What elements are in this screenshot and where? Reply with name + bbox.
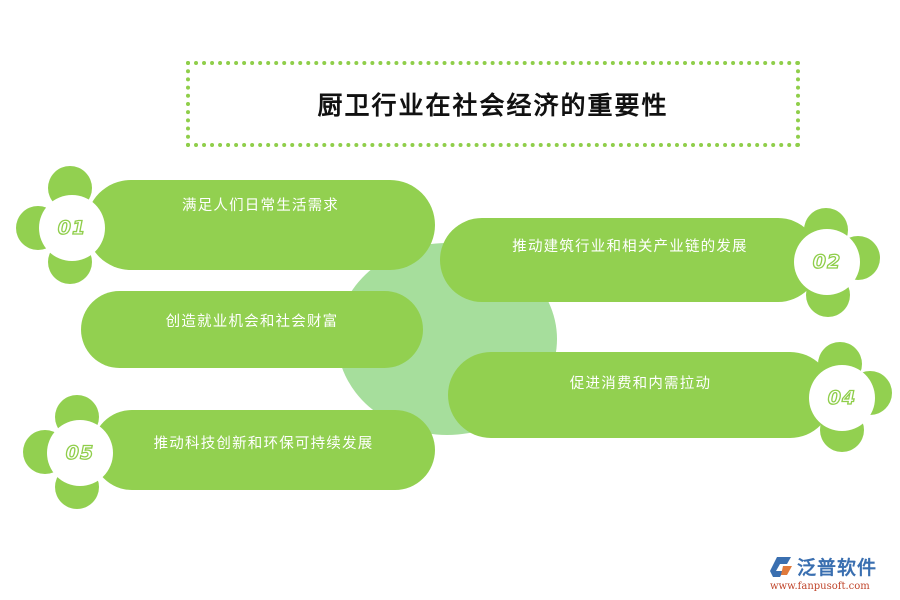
item-label: 创造就业机会和社会财富 (165, 314, 339, 330)
number-badge-02: 02 (794, 229, 860, 295)
logo-name: 泛普软件 (797, 557, 878, 579)
item-01: 满足人们日常生活需求 (86, 180, 435, 270)
item-label: 满足人们日常生活需求 (182, 198, 339, 214)
page-title: 厨卫行业在社会经济的重要性 (317, 91, 669, 120)
logo-url: www.fanpusoft.com (770, 581, 870, 592)
item-05: 推动科技创新和环保可持续发展 (92, 410, 435, 490)
item-number: 02 (812, 250, 842, 273)
item-number: 05 (65, 441, 95, 464)
number-badge-05: 05 (47, 420, 113, 486)
item-label: 促进消费和内需拉动 (569, 376, 712, 392)
item-04: 促进消费和内需拉动 (448, 352, 833, 438)
item-number: 04 (827, 386, 857, 409)
fanpu-logo-icon (770, 556, 792, 577)
item-03: 创造就业机会和社会财富 (81, 291, 423, 368)
item-number: 01 (57, 216, 87, 239)
number-badge-04: 04 (809, 365, 875, 431)
number-badge-01: 01 (39, 195, 105, 261)
brand-logo: 泛普软件 www.fanpusoft.com (770, 553, 892, 595)
item-label: 推动建筑行业和相关产业链的发展 (512, 239, 748, 255)
item-label: 推动科技创新和环保可持续发展 (153, 436, 374, 452)
title-box: 厨卫行业在社会经济的重要性 (186, 61, 800, 147)
item-02: 推动建筑行业和相关产业链的发展 (440, 218, 820, 302)
